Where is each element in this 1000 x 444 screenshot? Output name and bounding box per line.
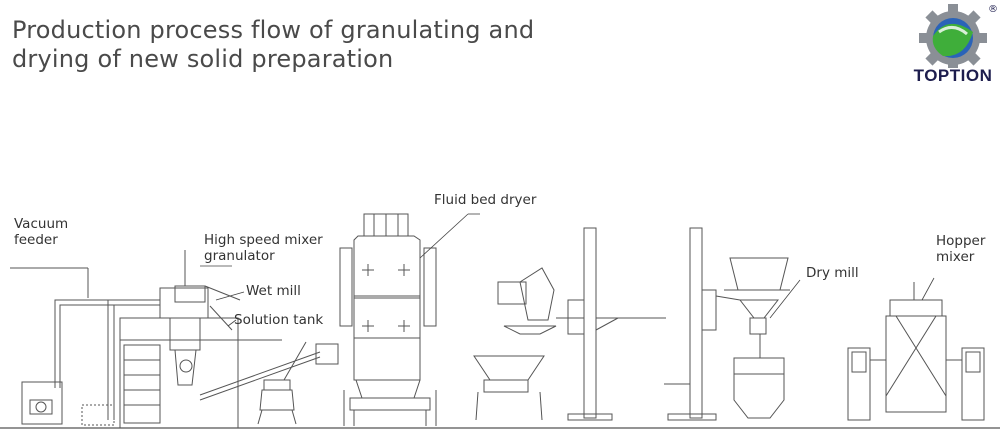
page-title: Production process flow of granulating a… <box>12 16 535 73</box>
dry-mill-unit <box>664 227 790 421</box>
label-solution-tank: Solution tank <box>234 312 324 328</box>
label-dry-mill: Dry mill <box>806 265 859 281</box>
logo-text: TOPTION <box>913 66 993 85</box>
label-high-speed-mixer: High speed mixer granulator <box>204 232 323 264</box>
leader-lines <box>200 213 935 327</box>
fluid-bed-dryer-unit <box>339 213 437 426</box>
label-fluid-bed-dryer: Fluid bed dryer <box>434 192 537 208</box>
toption-logo: ® TOPTION <box>908 4 998 90</box>
mid-lift-unit <box>473 227 666 421</box>
vacuum-feeder-unit <box>10 267 160 426</box>
hopper-mixer-unit <box>847 282 985 421</box>
solution-tank-unit <box>199 339 339 425</box>
label-wet-mill: Wet mill <box>246 283 301 299</box>
label-vacuum-feeder: Vacuum feeder <box>14 216 69 248</box>
registered-mark: ® <box>988 4 998 15</box>
high-speed-mixer-unit <box>119 250 241 429</box>
gear-globe-icon <box>919 4 987 72</box>
label-hopper-mixer: Hopper mixer <box>936 233 986 265</box>
